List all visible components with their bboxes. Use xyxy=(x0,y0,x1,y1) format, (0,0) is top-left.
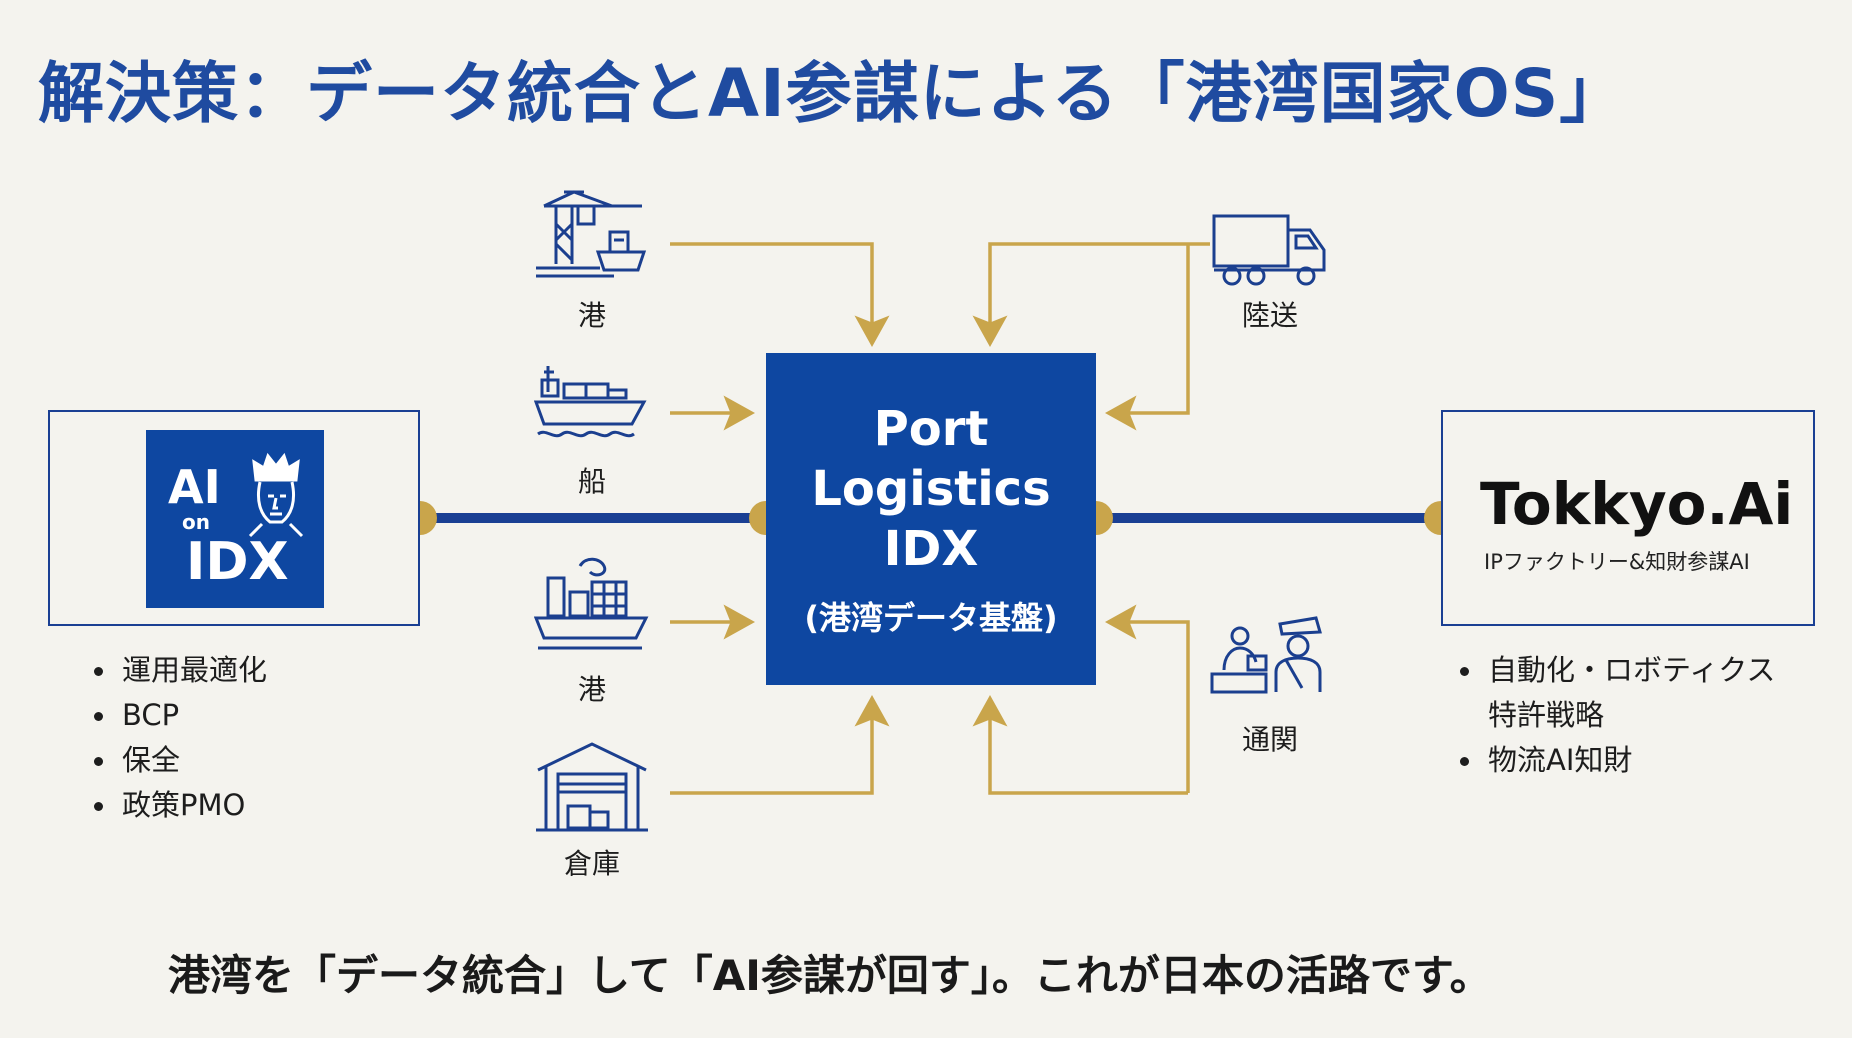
arrow-land-down xyxy=(972,242,1210,347)
node-label-warehouse: 倉庫 xyxy=(563,847,620,880)
container-ship-icon xyxy=(534,366,647,438)
bullet-item: BCP xyxy=(90,693,267,738)
arrow-customs-left xyxy=(1105,604,1190,793)
tokkyo-ai-bullets: 自動化・ロボティクス 特許戦略 物流AI知財 xyxy=(1456,648,1775,783)
warehouse-icon xyxy=(536,742,648,832)
arrow-port-top xyxy=(670,242,890,347)
node-label-port-top: 港 xyxy=(577,299,606,332)
arrow-warehouse xyxy=(670,695,890,795)
footer-message: 港湾を「データ統合」して「AI参謀が回す」。これが日本の活路です。 xyxy=(168,951,1492,1000)
port-logistics-idx-hub: Port Logistics IDX (港湾データ基盤) xyxy=(766,353,1096,685)
logo-text-on: on xyxy=(182,510,210,534)
bullet-item: 保全 xyxy=(90,738,267,783)
customs-officer-icon xyxy=(1210,616,1322,694)
arrow-customs-up xyxy=(972,695,1188,795)
logo-text-ai: AI xyxy=(168,460,221,514)
node-label-ship: 船 xyxy=(577,465,606,498)
node-label-land-transport: 陸送 xyxy=(1241,299,1298,332)
tokkyo-ai-logo-text: Tokkyo.Ai xyxy=(1480,470,1794,538)
bullet-item: 物流AI知財 xyxy=(1456,738,1775,783)
cargo-ship-icon xyxy=(534,557,649,650)
bullet-item-continuation: 特許戦略 xyxy=(1488,698,1605,732)
hub-title-line2: Logistics xyxy=(811,461,1051,517)
statue-head-icon xyxy=(248,452,304,538)
tokkyo-ai-panel xyxy=(1441,410,1815,626)
hub-subtitle: (港湾データ基盤) xyxy=(804,599,1058,637)
node-label-port-bottom: 港 xyxy=(577,673,606,706)
hub-title-line3: IDX xyxy=(883,521,979,577)
tokkyo-ai-subtitle: IPファクトリー&知財参謀AI xyxy=(1484,550,1750,574)
truck-icon xyxy=(1212,214,1326,286)
node-label-customs: 通関 xyxy=(1241,723,1298,756)
ai-on-idx-bullets: 運用最適化 BCP 保全 政策PMO xyxy=(90,648,267,828)
arrow-land-left xyxy=(1105,244,1190,431)
port-crane-icon xyxy=(536,190,647,278)
logo-text-idx: IDX xyxy=(186,532,289,592)
bullet-item: 政策PMO xyxy=(90,783,267,828)
hub-title-line1: Port xyxy=(873,401,989,457)
bullet-item: 運用最適化 xyxy=(90,648,267,693)
bullet-item: 自動化・ロボティクス xyxy=(1456,648,1775,693)
page-title: 解決策：データ統合とAI参謀による「港湾国家OS」 xyxy=(38,55,1627,132)
ai-on-idx-logo: AI on IDX xyxy=(146,430,324,608)
